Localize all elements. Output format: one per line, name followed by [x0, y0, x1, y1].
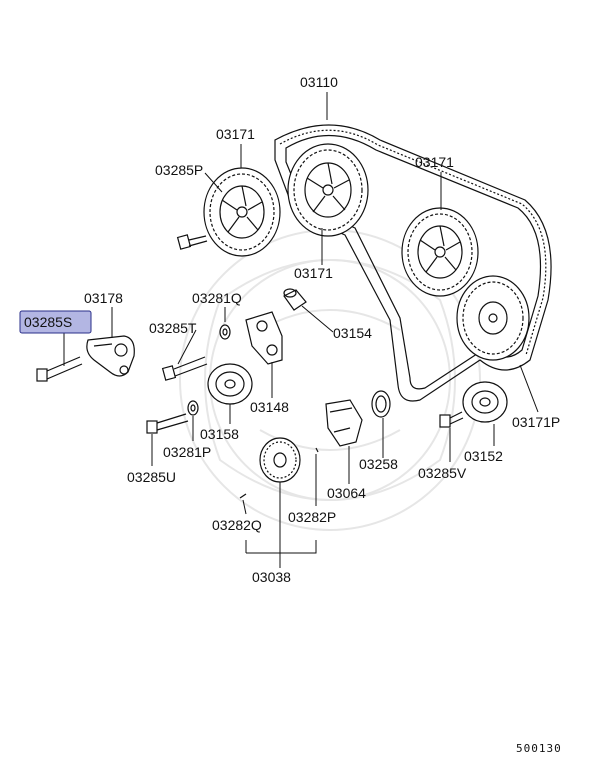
diagram-reference-code: 500130 [516, 742, 562, 755]
camshaft-sprocket-right [401, 207, 479, 297]
tensioner-pulley [207, 363, 253, 405]
pin-03154 [283, 288, 307, 311]
part-labels: 03110 03171 03285P 03171 03171 03178 032… [24, 74, 560, 585]
key-03282q [239, 493, 247, 499]
bolt-03285t [161, 356, 208, 381]
label-03285t[interactable]: 03285T [149, 320, 197, 336]
bolt-03285v [439, 411, 464, 428]
idler-pulley [259, 437, 301, 483]
label-03171-center[interactable]: 03171 [294, 265, 333, 281]
sensor-plate [325, 399, 363, 447]
camshaft-sprocket-left [203, 167, 281, 257]
tensioner-arm [245, 311, 283, 365]
label-03038[interactable]: 03038 [252, 569, 291, 585]
label-03282q[interactable]: 03282Q [212, 517, 262, 533]
label-03281q[interactable]: 03281Q [192, 290, 242, 306]
label-03171p[interactable]: 03171P [512, 414, 560, 430]
label-03154[interactable]: 03154 [333, 325, 372, 341]
label-03285s[interactable]: 03285S [24, 314, 72, 330]
label-03171-right[interactable]: 03171 [415, 154, 454, 170]
label-03285u[interactable]: 03285U [127, 469, 176, 485]
label-03258[interactable]: 03258 [359, 456, 398, 472]
bolt-03285p [176, 234, 208, 250]
washer-03281p [187, 400, 199, 416]
label-03110[interactable]: 03110 [300, 74, 338, 90]
highlight-box [19, 310, 92, 334]
crankshaft-sprocket [456, 275, 530, 361]
tensioner-bracket [86, 335, 135, 377]
label-03148[interactable]: 03148 [250, 399, 289, 415]
label-03282p[interactable]: 03282P [288, 509, 336, 525]
camshaft-sprocket-center [287, 143, 369, 237]
idler-03152 [462, 381, 508, 423]
bolt-03285s [36, 356, 83, 382]
label-03152[interactable]: 03152 [464, 448, 503, 464]
label-03064[interactable]: 03064 [327, 485, 366, 501]
label-03285p[interactable]: 03285P [155, 162, 203, 178]
label-03171-left[interactable]: 03171 [216, 126, 255, 142]
leader-lines [63, 92, 539, 568]
label-03178[interactable]: 03178 [84, 290, 123, 306]
label-03158[interactable]: 03158 [200, 426, 239, 442]
label-03281p[interactable]: 03281P [163, 444, 211, 460]
washer-03258 [371, 390, 391, 418]
key-03282p [315, 447, 319, 453]
label-03285v[interactable]: 03285V [418, 465, 467, 481]
bolt-03285u [146, 413, 189, 434]
washer-03281q [219, 324, 231, 340]
